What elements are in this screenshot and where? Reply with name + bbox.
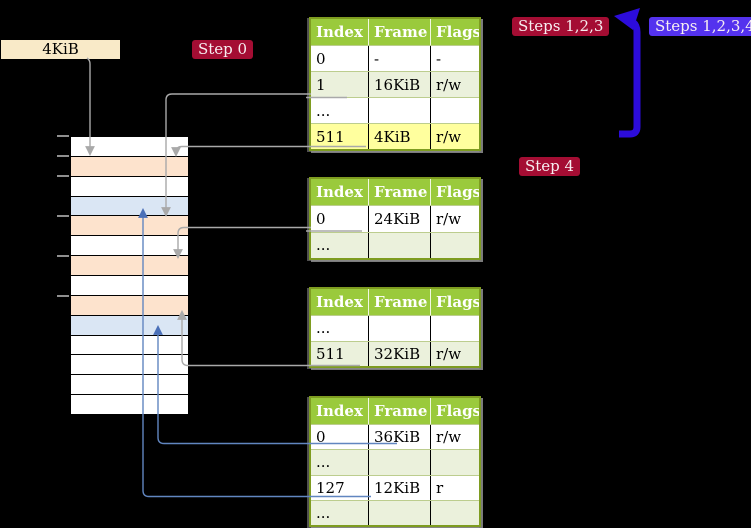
address-tick: [57, 215, 69, 217]
steps-123-badge: Steps 1,2,3: [512, 17, 610, 36]
steps-1234-badge: Steps 1,2,3,4: [649, 17, 751, 36]
step-0-badge: Step 0: [192, 40, 254, 59]
table-row: ...: [311, 231, 479, 258]
arrow-table2-row0-to-memory: [173, 226, 311, 259]
table-cell: [430, 98, 479, 123]
frame-size-label: 4KiB: [1, 40, 120, 59]
table-cell: ...: [311, 500, 368, 525]
table-cell: ...: [311, 98, 368, 123]
table-cell: [368, 316, 430, 341]
physical-memory-column: [69, 135, 190, 416]
column-header: Index: [311, 179, 368, 205]
table-cell: r/w: [430, 124, 479, 149]
memory-row: [71, 155, 188, 176]
column-header: Flags: [430, 19, 479, 45]
table-cell: 511: [311, 341, 368, 366]
column-header: Flags: [430, 289, 479, 315]
memory-row: [71, 255, 188, 276]
address-tick: [57, 175, 69, 177]
column-header: Index: [311, 289, 368, 315]
table-cell: r/w: [430, 72, 479, 97]
table-cell: 24KiB: [368, 206, 430, 232]
table-cell: 0: [311, 46, 368, 71]
memory-row: [71, 235, 188, 256]
thick-loop-arrow: [619, 16, 641, 138]
table-cell: 0: [311, 206, 368, 232]
column-header: Index: [311, 19, 368, 45]
memory-row: [71, 334, 188, 355]
table-cell: 1: [311, 72, 368, 97]
table-cell: r/w: [430, 425, 479, 450]
thick-loop-arrowhead: [614, 8, 640, 30]
table-cell: -: [430, 46, 479, 71]
table-row: ...: [311, 315, 479, 341]
table-row: ...: [311, 449, 479, 475]
table-row: 0--: [311, 45, 479, 71]
column-header: Frame: [368, 179, 430, 205]
memory-row: [71, 374, 188, 395]
column-header: Flags: [430, 398, 479, 424]
address-tick: [57, 295, 69, 297]
memory-row: [71, 394, 188, 415]
table-cell: r/w: [430, 206, 479, 232]
memory-row: [71, 195, 188, 216]
memory-row: [71, 275, 188, 295]
column-header: Frame: [368, 289, 430, 315]
address-tick: [57, 135, 69, 137]
table-cell: [430, 316, 479, 341]
memory-row: [71, 354, 188, 375]
table-cell: [430, 232, 479, 258]
address-tick: [57, 255, 69, 257]
table-cell: 127: [311, 475, 368, 500]
table-cell: ...: [311, 232, 368, 258]
table-cell: [368, 232, 430, 258]
column-header: Flags: [430, 179, 479, 205]
table-cell: [430, 500, 479, 525]
table-cell: 511: [311, 124, 368, 149]
table-cell: r/w: [430, 341, 479, 366]
table-cell: 32KiB: [368, 341, 430, 366]
address-tick: [57, 155, 69, 157]
memory-row: [71, 294, 188, 315]
memory-row: [71, 137, 188, 156]
column-header: Index: [311, 398, 368, 424]
step-4-badge: Step 4: [519, 157, 581, 176]
table-cell: 16KiB: [368, 72, 430, 97]
table-cell: [430, 450, 479, 475]
table-row: ...: [311, 499, 479, 525]
table-cell: [368, 98, 430, 123]
memory-row: [71, 175, 188, 196]
table-cell: 4KiB: [368, 124, 430, 149]
table-cell: [368, 450, 430, 475]
table-cell: 36KiB: [368, 425, 430, 450]
table-row: ...: [311, 97, 479, 123]
table-cell: -: [368, 46, 430, 71]
table-cell: [368, 500, 430, 525]
column-header: Frame: [368, 19, 430, 45]
table-cell: r: [430, 475, 479, 500]
column-header: Frame: [368, 398, 430, 424]
memory-row: [71, 215, 188, 236]
table-cell: 12KiB: [368, 475, 430, 500]
table-cell: ...: [311, 450, 368, 475]
table-cell: ...: [311, 316, 368, 341]
table-cell: 0: [311, 425, 368, 450]
memory-row: [71, 314, 188, 335]
